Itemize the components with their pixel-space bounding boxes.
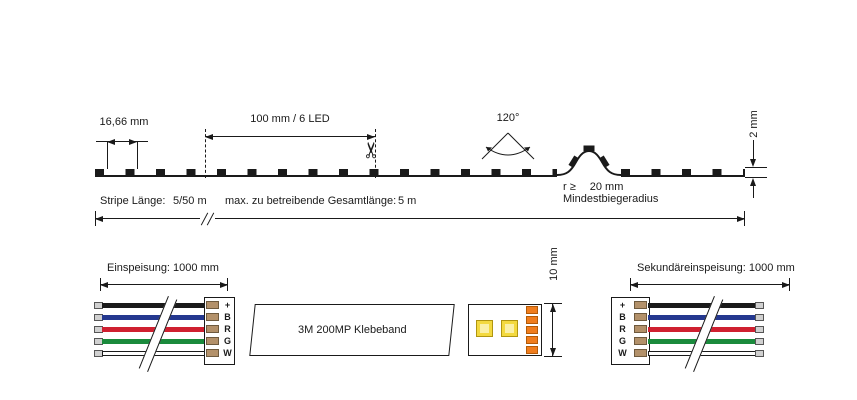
strip-end-connector-left: + B R G W bbox=[204, 297, 235, 365]
feed-dimension-line bbox=[100, 282, 228, 288]
ferrule bbox=[755, 326, 764, 333]
stripe-length-value: 5/50 m bbox=[173, 195, 207, 207]
solder-pad bbox=[634, 301, 647, 309]
ferrule bbox=[755, 338, 764, 345]
extension-line bbox=[745, 177, 767, 178]
beam-angle-label: 120° bbox=[496, 112, 520, 124]
wire-label-w: W bbox=[223, 348, 232, 358]
extension-line bbox=[544, 303, 562, 304]
extension-line bbox=[745, 167, 767, 168]
stripe-length-label: Stripe Länge: bbox=[100, 195, 166, 207]
wire-label-g: G bbox=[618, 336, 626, 346]
contact-pad bbox=[526, 306, 538, 314]
segment-dimension-line bbox=[205, 134, 375, 140]
pitch-dimension-label: 16,66 mm bbox=[99, 116, 149, 128]
dimension-break-gap bbox=[200, 215, 215, 221]
wire-label-plus: + bbox=[224, 300, 231, 310]
arrow-down-icon bbox=[750, 159, 756, 167]
adhesive-tape-segment: 3M 200MP Klebeband bbox=[249, 304, 455, 356]
solder-pad bbox=[634, 337, 647, 345]
wire-b-blue bbox=[102, 315, 206, 320]
segment-dimension-label: 100 mm / 6 LED bbox=[250, 113, 330, 125]
wire-label-w: W bbox=[618, 348, 627, 358]
thickness-leader-line bbox=[753, 140, 754, 160]
solder-pad bbox=[206, 301, 219, 309]
extension-line bbox=[544, 356, 562, 357]
solder-pad bbox=[634, 349, 647, 357]
contact-pad bbox=[526, 336, 538, 344]
wire-label-g: G bbox=[223, 336, 231, 346]
solder-pad bbox=[634, 313, 647, 321]
contact-pad bbox=[526, 346, 538, 354]
overall-dimension-line bbox=[95, 216, 745, 222]
solder-pad bbox=[634, 325, 647, 333]
bend-radius-bump bbox=[557, 145, 621, 176]
contact-pad bbox=[526, 326, 538, 334]
arrow-up-icon bbox=[750, 178, 756, 186]
led-chip bbox=[476, 320, 493, 337]
ferrule bbox=[755, 350, 764, 357]
bend-radius-caption: Mindestbiegeradius bbox=[563, 193, 659, 205]
cut-line bbox=[375, 129, 376, 178]
solder-pad bbox=[206, 313, 219, 321]
max-length-value: 5 m bbox=[398, 195, 417, 207]
bend-radius-value: 20 mm bbox=[589, 181, 624, 193]
ferrule bbox=[755, 302, 764, 309]
extension-line bbox=[107, 141, 108, 169]
width-dimension-line bbox=[550, 304, 556, 356]
led-strip-segment-left bbox=[95, 169, 557, 177]
cut-line bbox=[205, 129, 206, 178]
bend-radius-symbol: r ≥ bbox=[563, 181, 576, 193]
scissors-icon: ✂ bbox=[359, 140, 385, 160]
solder-pad bbox=[206, 325, 219, 333]
secondary-feed-dimension-line bbox=[630, 282, 790, 288]
strip-end-connector-right: + B R G W bbox=[611, 297, 650, 365]
secondary-feed-dimension-label: Sekundäreinspeisung: 1000 mm bbox=[637, 262, 795, 274]
led-strip-segment-right bbox=[621, 169, 745, 177]
wire-label-b: B bbox=[619, 312, 626, 322]
wire-b-blue bbox=[648, 315, 756, 320]
pitch-dimension-arrows bbox=[107, 139, 137, 145]
tape-label: 3M 200MP Klebeband bbox=[297, 324, 407, 336]
wire-plus-black bbox=[648, 303, 756, 308]
wire-plus-black bbox=[102, 303, 206, 308]
wire-label-r: R bbox=[619, 324, 626, 334]
wire-label-b: B bbox=[224, 312, 231, 322]
led-chip bbox=[501, 320, 518, 337]
solder-pad bbox=[206, 337, 219, 345]
max-length-label: max. zu betreibende Gesamtlänge: bbox=[225, 195, 397, 207]
feed-dimension-label: Einspeisung: 1000 mm bbox=[107, 262, 219, 274]
width-dimension-label: 10 mm bbox=[548, 247, 560, 281]
wire-label-plus: + bbox=[619, 300, 626, 310]
wire-label-r: R bbox=[224, 324, 231, 334]
thickness-leader-line bbox=[753, 186, 754, 198]
ferrule bbox=[755, 314, 764, 321]
solder-pad bbox=[206, 349, 219, 357]
strip-top-view-segment bbox=[468, 304, 542, 356]
beam-angle-arc bbox=[481, 132, 535, 160]
contact-pad bbox=[526, 316, 538, 324]
thickness-dimension-label: 2 mm bbox=[748, 110, 760, 138]
bend-radius-label: r ≥ 20 mm bbox=[563, 181, 623, 194]
extension-line bbox=[137, 141, 138, 169]
